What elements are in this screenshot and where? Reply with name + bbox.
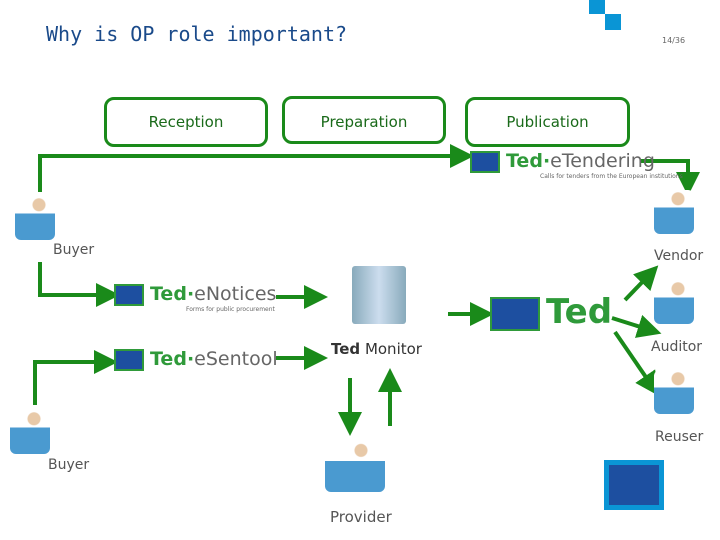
ted-logo: Ted bbox=[490, 292, 612, 332]
arrow bbox=[38, 262, 120, 307]
tool-name: eNotices bbox=[194, 283, 277, 305]
arrow bbox=[38, 144, 474, 192]
brand: Ted bbox=[150, 348, 187, 370]
ted-monitor-label: Ted Monitor bbox=[331, 340, 422, 358]
reuser-label: Reuser bbox=[655, 429, 704, 445]
eu-flag-icon bbox=[114, 348, 144, 371]
arrow bbox=[640, 159, 700, 196]
arrow bbox=[623, 265, 659, 302]
enotices-logo: Ted·eNotices Forms for public procuremen… bbox=[114, 283, 276, 313]
auditor-label: Auditor bbox=[651, 339, 703, 355]
arrow bbox=[611, 314, 662, 338]
buyer-label: Buyer bbox=[53, 242, 95, 258]
page-title: Why is OP role important? bbox=[46, 22, 348, 46]
eu-flag-icon bbox=[470, 150, 500, 173]
reuser-person-icon bbox=[654, 370, 694, 414]
provider-person-icon bbox=[325, 440, 385, 492]
brand: Ted bbox=[150, 283, 187, 305]
op-logo bbox=[589, 0, 605, 14]
stage-preparation: Preparation bbox=[282, 96, 446, 144]
auditor-person-icon bbox=[654, 280, 694, 324]
stage-label: Preparation bbox=[320, 113, 408, 131]
arrow bbox=[33, 350, 118, 405]
eu-publications-logo bbox=[604, 460, 664, 510]
buyer-label: Buyer bbox=[48, 457, 90, 473]
vendor-label: Vendor bbox=[654, 248, 704, 264]
buyer-person-icon bbox=[10, 410, 50, 454]
stage-reception: Reception bbox=[104, 97, 268, 147]
eu-flag-icon bbox=[490, 296, 540, 331]
op-logo-square bbox=[605, 14, 621, 30]
tool-name: eSentool bbox=[194, 348, 278, 370]
server-icon bbox=[352, 266, 406, 324]
page-number: 14/36 bbox=[662, 36, 686, 45]
tool-name: Monitor bbox=[364, 340, 422, 358]
brand: Ted bbox=[546, 292, 613, 332]
arrow bbox=[613, 330, 659, 396]
brand: Ted bbox=[331, 340, 361, 358]
vendor-person-icon bbox=[654, 190, 694, 234]
eu-flag-icon bbox=[114, 283, 144, 306]
buyer-person-icon bbox=[15, 196, 55, 240]
brand: Ted bbox=[506, 150, 543, 172]
stage-label: Reception bbox=[148, 113, 224, 131]
esentool-logo: Ted·eSentool bbox=[114, 348, 278, 371]
tagline: Forms for public procurement bbox=[186, 305, 275, 313]
provider-label: Provider bbox=[330, 508, 392, 526]
etendering-logo: Ted·eTendering Calls for tenders from th… bbox=[470, 150, 683, 180]
stage-label: Publication bbox=[506, 113, 589, 131]
tool-name: eTendering bbox=[550, 150, 655, 172]
tagline: Calls for tenders from the European inst… bbox=[540, 172, 683, 180]
stage-publication: Publication bbox=[465, 97, 630, 147]
